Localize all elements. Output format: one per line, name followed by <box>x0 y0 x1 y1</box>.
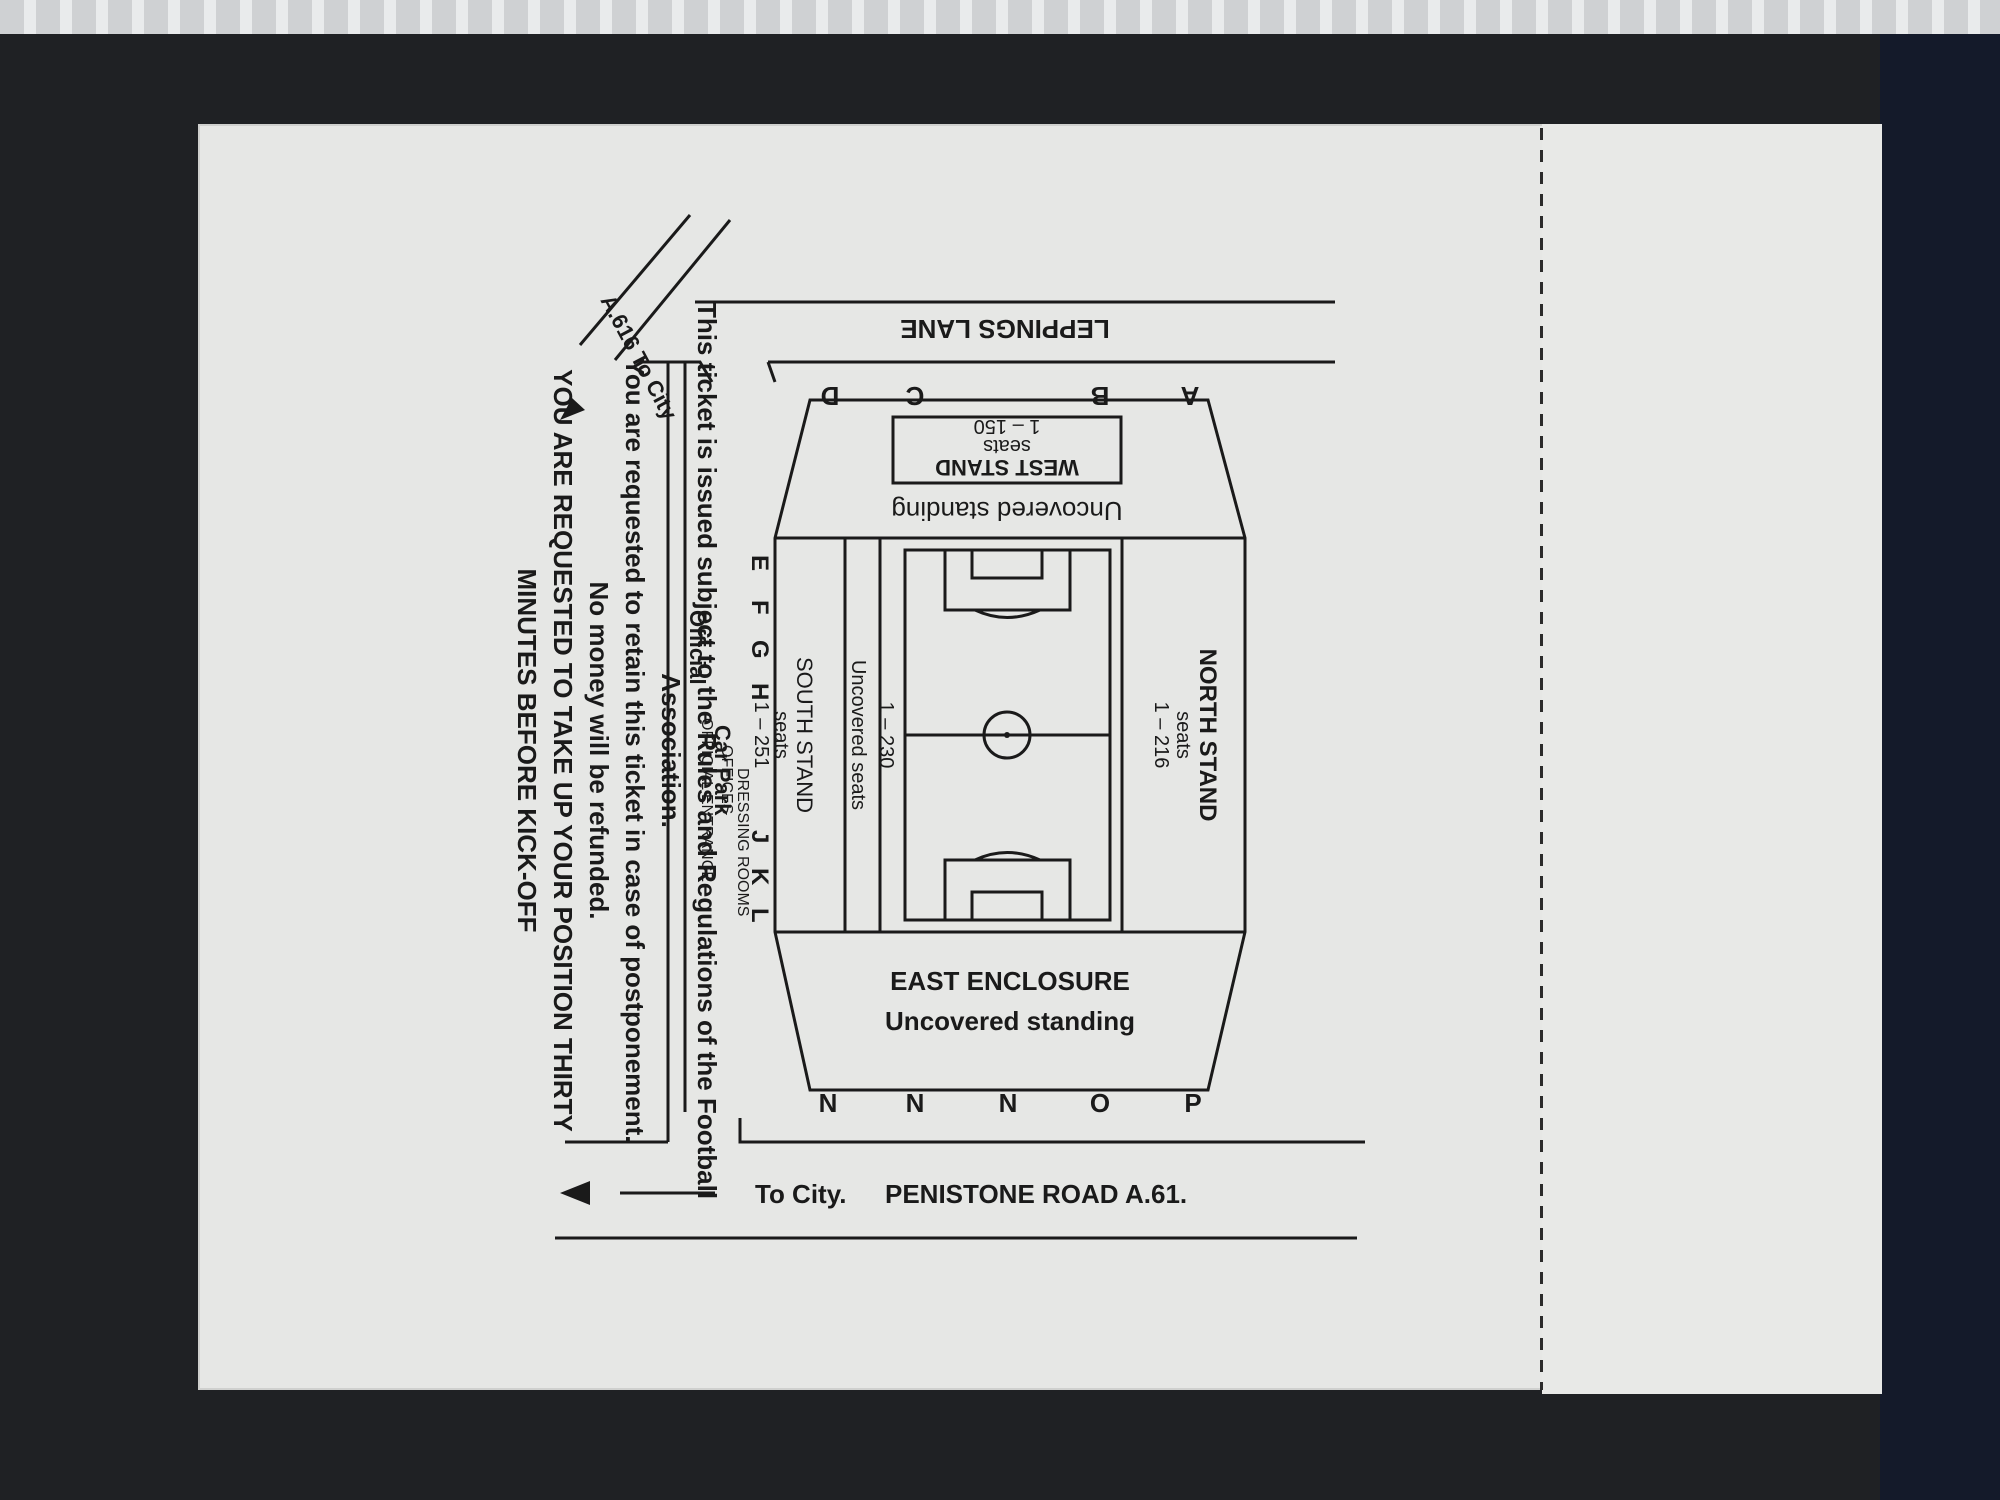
rules-line-6: MINUTES BEFORE KICK-OFF <box>512 568 542 933</box>
south-stand-label: SOUTH STAND <box>792 657 817 813</box>
west-stand-label: WEST STAND <box>935 455 1079 480</box>
penistone-road-top <box>738 1118 1365 1144</box>
perforation-line <box>1540 128 1543 1390</box>
gates-west: A B C D <box>821 381 1200 411</box>
west-seats-range: 1 – 150 <box>974 415 1041 437</box>
rules-line-3: You are requested to retain this ticket … <box>620 358 650 1143</box>
gate-k: K <box>746 868 773 886</box>
gate-g: G <box>746 640 773 659</box>
car-park-line1: Official <box>685 610 710 685</box>
west-stand-box <box>891 415 1123 485</box>
gate-a: A <box>1180 381 1199 411</box>
album-background <box>1880 34 2000 1500</box>
gate-j: J <box>746 830 773 843</box>
west-standing-label: Uncovered standing <box>891 496 1122 526</box>
gate-b: B <box>1091 381 1110 411</box>
dressing-rooms-label: DRESSING ROOMS <box>734 768 751 916</box>
south-seats-label: seats <box>770 711 792 759</box>
rules-line-1: This ticket is issued subject to the Rul… <box>692 301 722 1200</box>
north-stand-label: NORTH STAND <box>1194 649 1221 822</box>
east-standing-label: Uncovered standing <box>885 1006 1135 1036</box>
gate-f: F <box>746 600 773 615</box>
north-seats-label: seats <box>1172 711 1194 759</box>
rules-line-4: No money will be refunded. <box>584 581 614 920</box>
gate-c: C <box>905 381 924 411</box>
ticket-stub <box>1542 124 1882 1394</box>
gate-p: P <box>1184 1088 1201 1118</box>
north-seats-range: 1 – 216 <box>1150 702 1172 769</box>
gate-l: L <box>746 908 773 923</box>
rules-line-5: YOU ARE REQUESTED TO TAKE UP YOUR POSITI… <box>548 369 578 1132</box>
west-seats-label: seats <box>983 435 1031 457</box>
official-entrance-label: OFFICIAL ENTRANCE <box>698 718 715 882</box>
gate-h: H <box>746 683 773 700</box>
uncovered-seats-range: 1 – 230 <box>875 702 897 769</box>
gate-n3: N <box>999 1088 1018 1118</box>
ticket-rules-text: This ticket is issued subject to the Rul… <box>485 168 725 1333</box>
gate-o: O <box>1090 1088 1110 1118</box>
rules-line-2: Association. <box>656 673 686 828</box>
gate-e: E <box>746 555 773 571</box>
offices-label: OFFICES <box>718 745 735 814</box>
leppings-lane-group: LEPPINGS LANE <box>900 314 1109 344</box>
uncovered-seats-label: Uncovered seats <box>847 660 869 810</box>
a61-label: A.61. <box>1125 1179 1187 1209</box>
to-city-label: To City. <box>755 1179 846 1209</box>
gate-n1: N <box>819 1088 838 1118</box>
plastic-sleeve-edge <box>0 0 2000 34</box>
centre-circle <box>982 710 1032 760</box>
car-park-line2: Car Park <box>710 725 735 816</box>
gates-east: N N N O P <box>819 1088 1202 1118</box>
south-seats-range: 1 – 251 <box>750 702 772 769</box>
leppings-lane-label: LEPPINGS LANE <box>900 314 1109 344</box>
gate-d: D <box>821 381 840 411</box>
east-enclosure-label: EAST ENCLOSURE <box>890 966 1130 996</box>
gate-n2: N <box>906 1088 925 1118</box>
penistone-road-label: PENISTONE ROAD <box>885 1179 1119 1209</box>
ground-outline <box>773 398 1247 1092</box>
gates-south: E F G H J K L <box>746 555 773 923</box>
